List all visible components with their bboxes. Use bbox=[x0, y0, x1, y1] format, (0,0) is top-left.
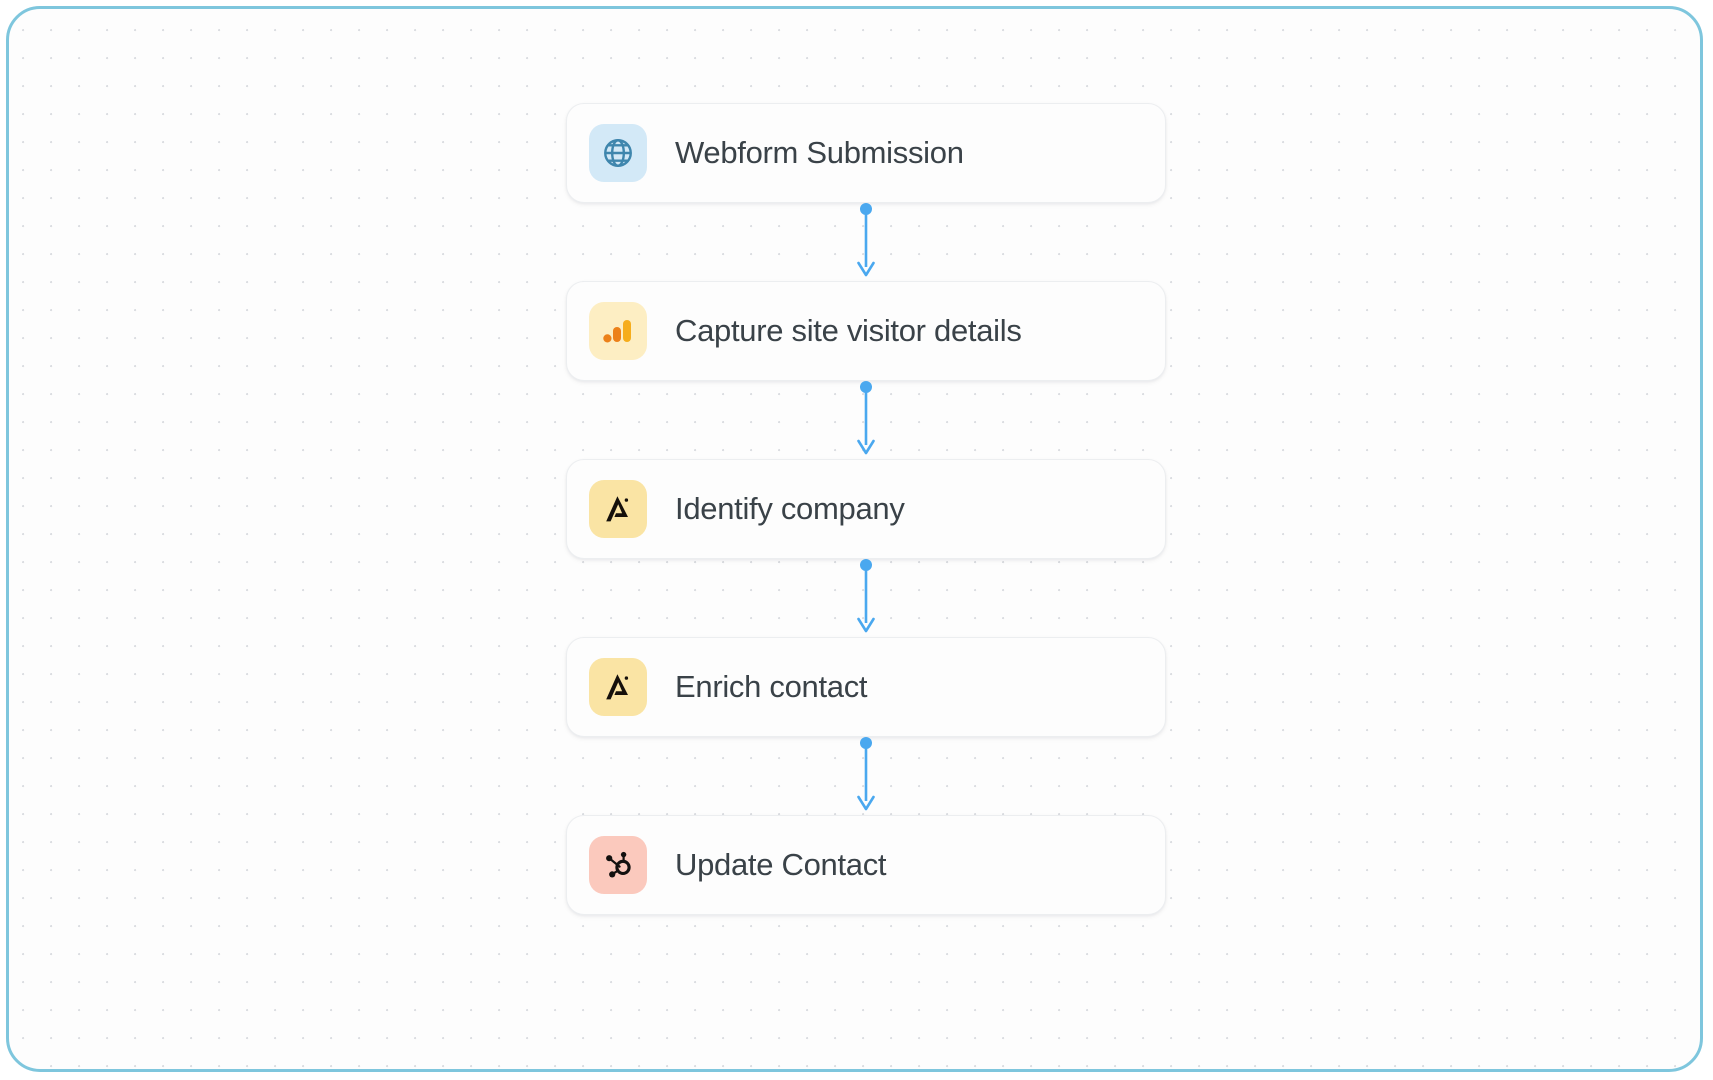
workflow-node-identify-company[interactable]: Identify company bbox=[566, 459, 1166, 559]
connector-4 bbox=[566, 737, 1166, 815]
workflow-node-enrich-contact[interactable]: Enrich contact bbox=[566, 637, 1166, 737]
apollo-icon bbox=[589, 480, 647, 538]
node-label: Capture site visitor details bbox=[675, 313, 1022, 348]
node-label: Webform Submission bbox=[675, 135, 964, 170]
workflow-node-capture-site-visitor-details[interactable]: Capture site visitor details bbox=[566, 281, 1166, 381]
connector-1 bbox=[566, 203, 1166, 281]
workflow-node-webform-submission[interactable]: Webform Submission bbox=[566, 103, 1166, 203]
node-label: Enrich contact bbox=[675, 669, 868, 704]
connector-2 bbox=[566, 381, 1166, 459]
workflow-canvas[interactable]: Webform Submission bbox=[6, 6, 1703, 1072]
node-label: Identify company bbox=[675, 491, 905, 526]
apollo-icon bbox=[589, 658, 647, 716]
node-label: Update Contact bbox=[675, 847, 887, 882]
hubspot-icon bbox=[589, 836, 647, 894]
connector-3 bbox=[566, 559, 1166, 637]
workflow-flow: Webform Submission bbox=[566, 103, 1166, 915]
globe-icon bbox=[589, 124, 647, 182]
google-analytics-icon bbox=[589, 302, 647, 360]
workflow-node-update-contact[interactable]: Update Contact bbox=[566, 815, 1166, 915]
